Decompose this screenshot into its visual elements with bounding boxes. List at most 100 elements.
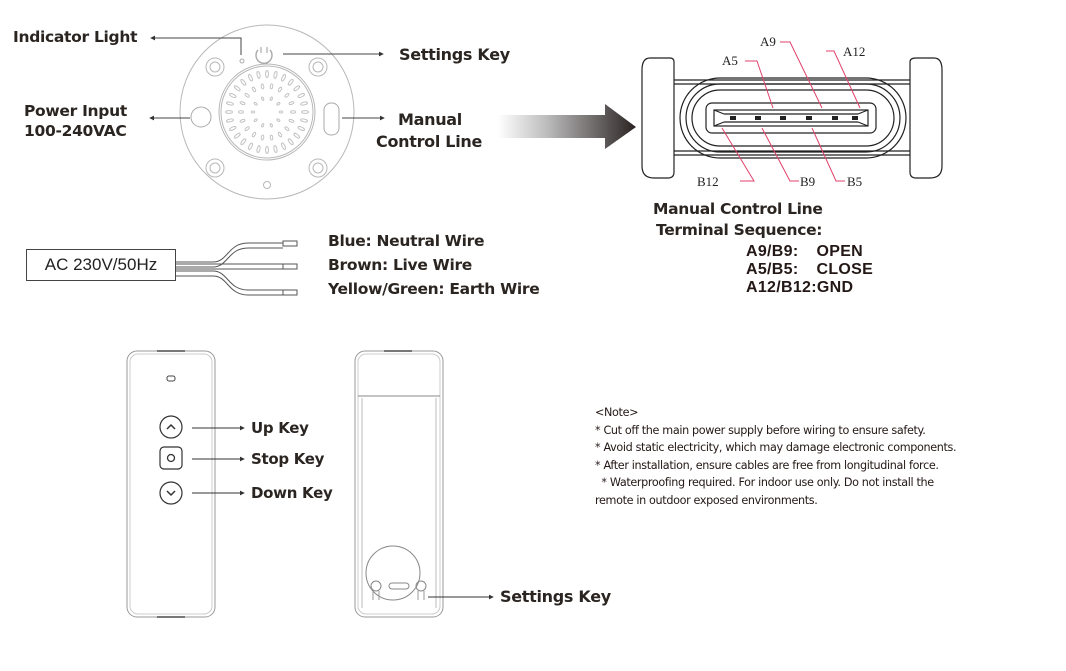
ac-supply-box: AC 230V/50Hz [26, 249, 176, 281]
note-item: * After installation, ensure cables are … [595, 458, 939, 472]
notes-heading: <Note> [595, 406, 639, 419]
motor-disk [179, 24, 355, 200]
down-key-label: Down Key [251, 484, 333, 502]
grille-slot [297, 126, 305, 131]
grille-slot [251, 86, 257, 93]
grille-slot [281, 142, 286, 150]
grille-slot [273, 145, 278, 153]
big-right-arrow-icon [498, 104, 636, 149]
note-item: * Avoid static electricity, which may da… [595, 441, 957, 454]
sequence-pins: A9/B9: [746, 243, 799, 260]
grille-slot [244, 126, 250, 132]
connector-drawing [641, 57, 943, 179]
power-input-voltage: 100-240VAC [24, 122, 127, 140]
remote-settings-key-label: Settings Key [500, 587, 611, 606]
grille-slot [233, 85, 241, 92]
grille-slot [251, 131, 257, 138]
remote-front [126, 350, 216, 618]
stop-icon [166, 453, 176, 463]
grille-slot [253, 118, 258, 123]
grille-slot [244, 92, 250, 98]
grille-slot [226, 118, 234, 123]
pin-label-a5: A5 [722, 53, 738, 68]
grille-slot [290, 110, 296, 114]
pin-label-a9: A9 [760, 34, 776, 49]
manual-control-label-1: Manual [398, 110, 462, 129]
pin-label-a12: A12 [843, 44, 866, 59]
grille-slot [288, 101, 295, 106]
power-input-label: Power Input [24, 102, 127, 120]
wire-label-blue: Blue: Neutral Wire [328, 232, 485, 250]
terminal-title-2: Terminal Sequence: [656, 221, 823, 239]
sequence-row-gnd: A12/B12:GND [746, 279, 853, 297]
connector-contact [755, 116, 761, 120]
connector-contact [806, 116, 812, 120]
connector-contact [730, 116, 736, 120]
remote-stop-key[interactable] [159, 446, 183, 470]
chevron-up-icon [166, 423, 176, 430]
grille-slot [277, 86, 283, 93]
grille-slot [248, 142, 253, 150]
grille-slot [250, 110, 256, 114]
up-key-label: Up Key [251, 419, 309, 437]
grille-slot [225, 110, 233, 114]
grille-slot [273, 71, 278, 79]
sequence-row-open: A9/B9: OPEN [746, 243, 863, 261]
grille-slot [269, 83, 274, 90]
grille-slot [284, 92, 290, 98]
connector-contact [832, 116, 838, 120]
note-item: remote in outdoor exposed environments. [595, 493, 818, 507]
wire-label-brown: Brown: Live Wire [328, 256, 473, 274]
sequence-pins: A12/B12: [746, 279, 817, 296]
notes-block: <Note> * Cut off the main power supply b… [595, 404, 957, 509]
settings-key-label: Settings Key [399, 45, 510, 64]
pin-label-b12: B12 [697, 174, 719, 189]
grille-slot [301, 110, 309, 114]
grille-slot [239, 118, 246, 123]
sequence-function: OPEN [816, 243, 864, 260]
grille-slot [276, 101, 281, 106]
remote-up-key[interactable] [159, 415, 183, 439]
grille-slot [256, 145, 261, 153]
connector-contact [852, 116, 858, 120]
grille-slot [260, 83, 265, 90]
grille-slot [269, 134, 274, 141]
grille-slot [287, 138, 294, 146]
grille-slot [269, 123, 273, 128]
grille-slot [229, 126, 237, 131]
pin-leaders [721, 41, 861, 182]
indicator-light-leader [150, 35, 242, 55]
grille-slot [240, 78, 247, 86]
pin-label-b9: B9 [800, 174, 816, 189]
grille-slot [265, 146, 269, 154]
manual-control-port [323, 102, 340, 136]
stop-key-label: Stop Key [251, 450, 325, 468]
grille-slot [293, 85, 301, 92]
sequence-pins: A5/B5: [746, 261, 799, 278]
grille-slot [238, 110, 244, 114]
power-cable-wires [176, 240, 298, 296]
indicator-light-label: Indicator Light [13, 28, 138, 46]
sequence-function: CLOSE [816, 261, 874, 278]
grille-slot [288, 118, 295, 123]
indicator-light-dot [239, 58, 245, 64]
pin-label-b5: B5 [847, 174, 863, 189]
sequence-function: GND [816, 279, 854, 296]
grille-slot [300, 101, 308, 106]
grille-slot [248, 74, 253, 82]
grille-slot [253, 101, 258, 106]
grille-slot [269, 96, 273, 101]
manual-control-label-2: Control Line [376, 132, 483, 151]
sequence-row-close: A5/B5: CLOSE [746, 261, 873, 279]
grille-slot [233, 132, 241, 139]
grille-slot [261, 96, 265, 101]
grille-slot [281, 74, 286, 82]
chevron-down-icon [166, 490, 176, 497]
grille-slot [260, 134, 265, 141]
note-item: * Waterproofing required. For indoor use… [595, 476, 934, 489]
grille-slot [284, 126, 290, 132]
remote-down-key[interactable] [159, 481, 183, 505]
grille-slot [276, 118, 281, 123]
grille-slot [265, 70, 269, 78]
power-input-port [190, 106, 212, 128]
